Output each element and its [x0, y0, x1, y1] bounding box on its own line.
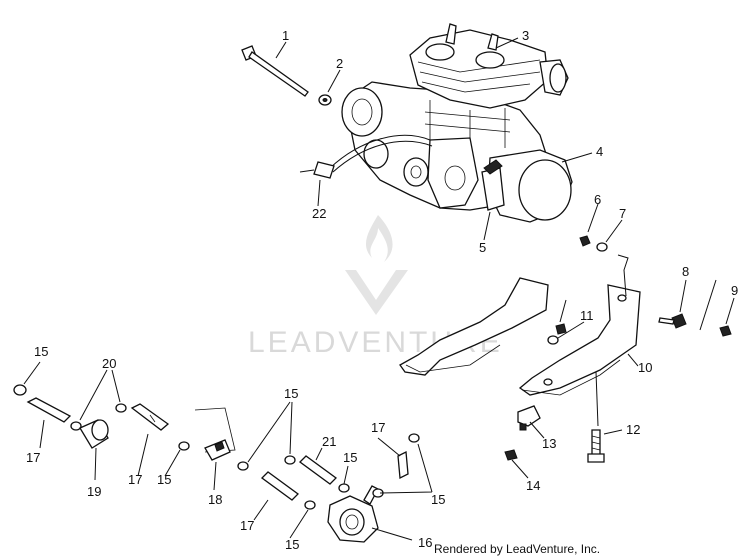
- callout-1: 1: [282, 28, 289, 43]
- lower-nut-washer: [547, 323, 567, 345]
- callout-12: 12: [626, 422, 640, 437]
- callout-20: 20: [102, 356, 116, 371]
- callout-15-c: 15: [157, 472, 171, 487]
- callout-17-c: 17: [240, 518, 254, 533]
- callout-4: 4: [596, 144, 603, 159]
- callout-15-b: 15: [284, 386, 298, 401]
- callout-21: 21: [322, 434, 336, 449]
- callout-17-b: 17: [128, 472, 142, 487]
- callout-8: 8: [682, 264, 689, 279]
- engine-assembly: [341, 23, 573, 223]
- render-credit: Rendered by LeadVenture, Inc.: [434, 542, 600, 556]
- callout-6: 6: [594, 192, 601, 207]
- throttle-cable: [299, 134, 433, 179]
- engine-mount-bolt: [241, 45, 309, 97]
- callout-18: 18: [208, 492, 222, 507]
- engine-mount-brackets: [399, 277, 641, 396]
- lower-nut: [504, 449, 518, 461]
- callout-15-d: 15: [343, 450, 357, 465]
- callout-14: 14: [526, 478, 540, 493]
- callout-19: 19: [87, 484, 101, 499]
- lower-bolt: [587, 429, 605, 463]
- washer: [318, 94, 332, 106]
- fuel-line-parts: [13, 384, 420, 543]
- callout-17-d: 17: [371, 420, 385, 435]
- callout-5: 5: [479, 240, 486, 255]
- callout-7: 7: [619, 206, 626, 221]
- callout-3: 3: [522, 28, 529, 43]
- rubber-mount: [517, 405, 541, 431]
- callout-11: 11: [580, 308, 594, 323]
- callout-16: 16: [418, 535, 432, 550]
- callout-17-a: 17: [26, 450, 40, 465]
- callout-labels: 1 2 3 4 5 6 7 8 9 10 11 12 13 14 15 15 1…: [26, 28, 738, 552]
- callout-9: 9: [731, 283, 738, 298]
- callout-15-a: 15: [34, 344, 48, 359]
- callout-22: 22: [312, 206, 326, 221]
- callout-15-f: 15: [285, 537, 299, 552]
- callout-2: 2: [336, 56, 343, 71]
- callout-15-e: 15: [431, 492, 445, 507]
- callout-13: 13: [542, 436, 556, 451]
- upper-nut-washer: [579, 235, 608, 252]
- bracket-bolt: [658, 313, 687, 329]
- leader-lines: [23, 37, 735, 541]
- callout-10: 10: [638, 360, 652, 375]
- bracket-nut: [719, 325, 732, 337]
